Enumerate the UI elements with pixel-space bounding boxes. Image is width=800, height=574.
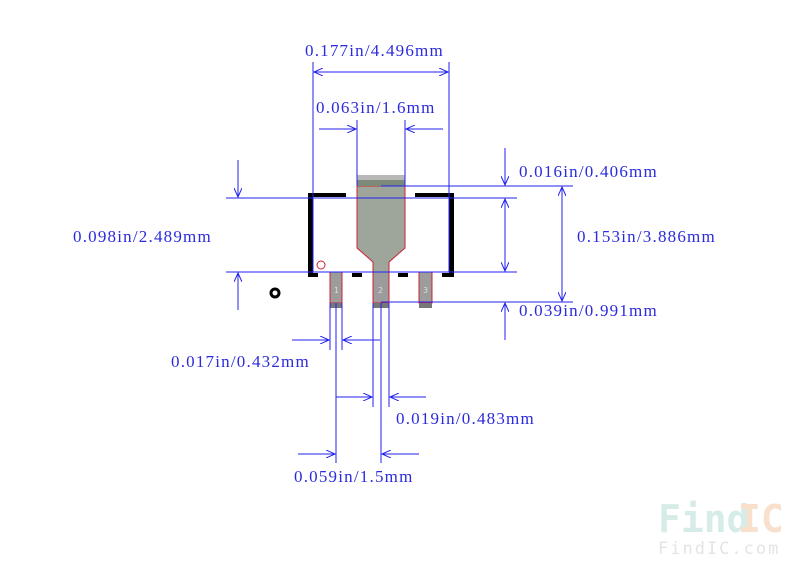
dim-tab-overhang: 0.016in/0.406mm <box>519 162 658 181</box>
pin-2: 2 <box>372 271 390 308</box>
tab-pad <box>356 185 406 273</box>
pin-3: 3 <box>418 271 433 308</box>
dim-pin-width: 0.017in/0.432mm <box>171 352 310 371</box>
pin-1: 1 <box>329 271 343 308</box>
dim-pin-pitch: 0.059in/1.5mm <box>294 467 414 486</box>
watermark-url: FindIC.com <box>658 539 780 559</box>
dim-body-height: 0.098in/2.489mm <box>73 227 212 246</box>
findic-watermark: Find IC FindIC.com <box>658 497 784 559</box>
pin1-marker-icon <box>316 260 326 270</box>
dim-tab-width: 0.063in/1.6mm <box>316 98 436 117</box>
dim-overall-width: 0.177in/4.496mm <box>305 41 444 60</box>
dimension-lines <box>226 62 573 463</box>
dim-pin-length: 0.039in/0.991mm <box>519 301 658 320</box>
dim-center-pin-width: 0.019in/0.483mm <box>396 409 535 428</box>
pin-label: 2 <box>378 286 383 295</box>
silkscreen-outline <box>308 193 454 277</box>
pin-label: 3 <box>423 286 428 295</box>
watermark-find: Find <box>658 497 750 541</box>
pin-label: 1 <box>334 286 339 295</box>
dim-overall-height: 0.153in/3.886mm <box>577 227 716 246</box>
package-body <box>312 175 450 273</box>
watermark-ic: IC <box>738 497 784 541</box>
origin-marker-icon <box>269 287 281 299</box>
